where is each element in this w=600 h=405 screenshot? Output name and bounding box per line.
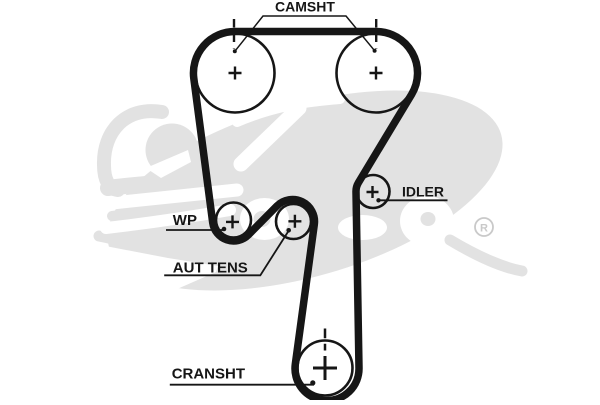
svg-text:CRANSHT: CRANSHT: [172, 366, 245, 383]
svg-text:CAMSHT: CAMSHT: [275, 0, 335, 15]
svg-text:AUT TENS: AUT TENS: [173, 259, 248, 276]
svg-text:R: R: [480, 223, 488, 235]
svg-text:WP: WP: [173, 212, 197, 229]
svg-text:IDLER: IDLER: [402, 183, 444, 199]
